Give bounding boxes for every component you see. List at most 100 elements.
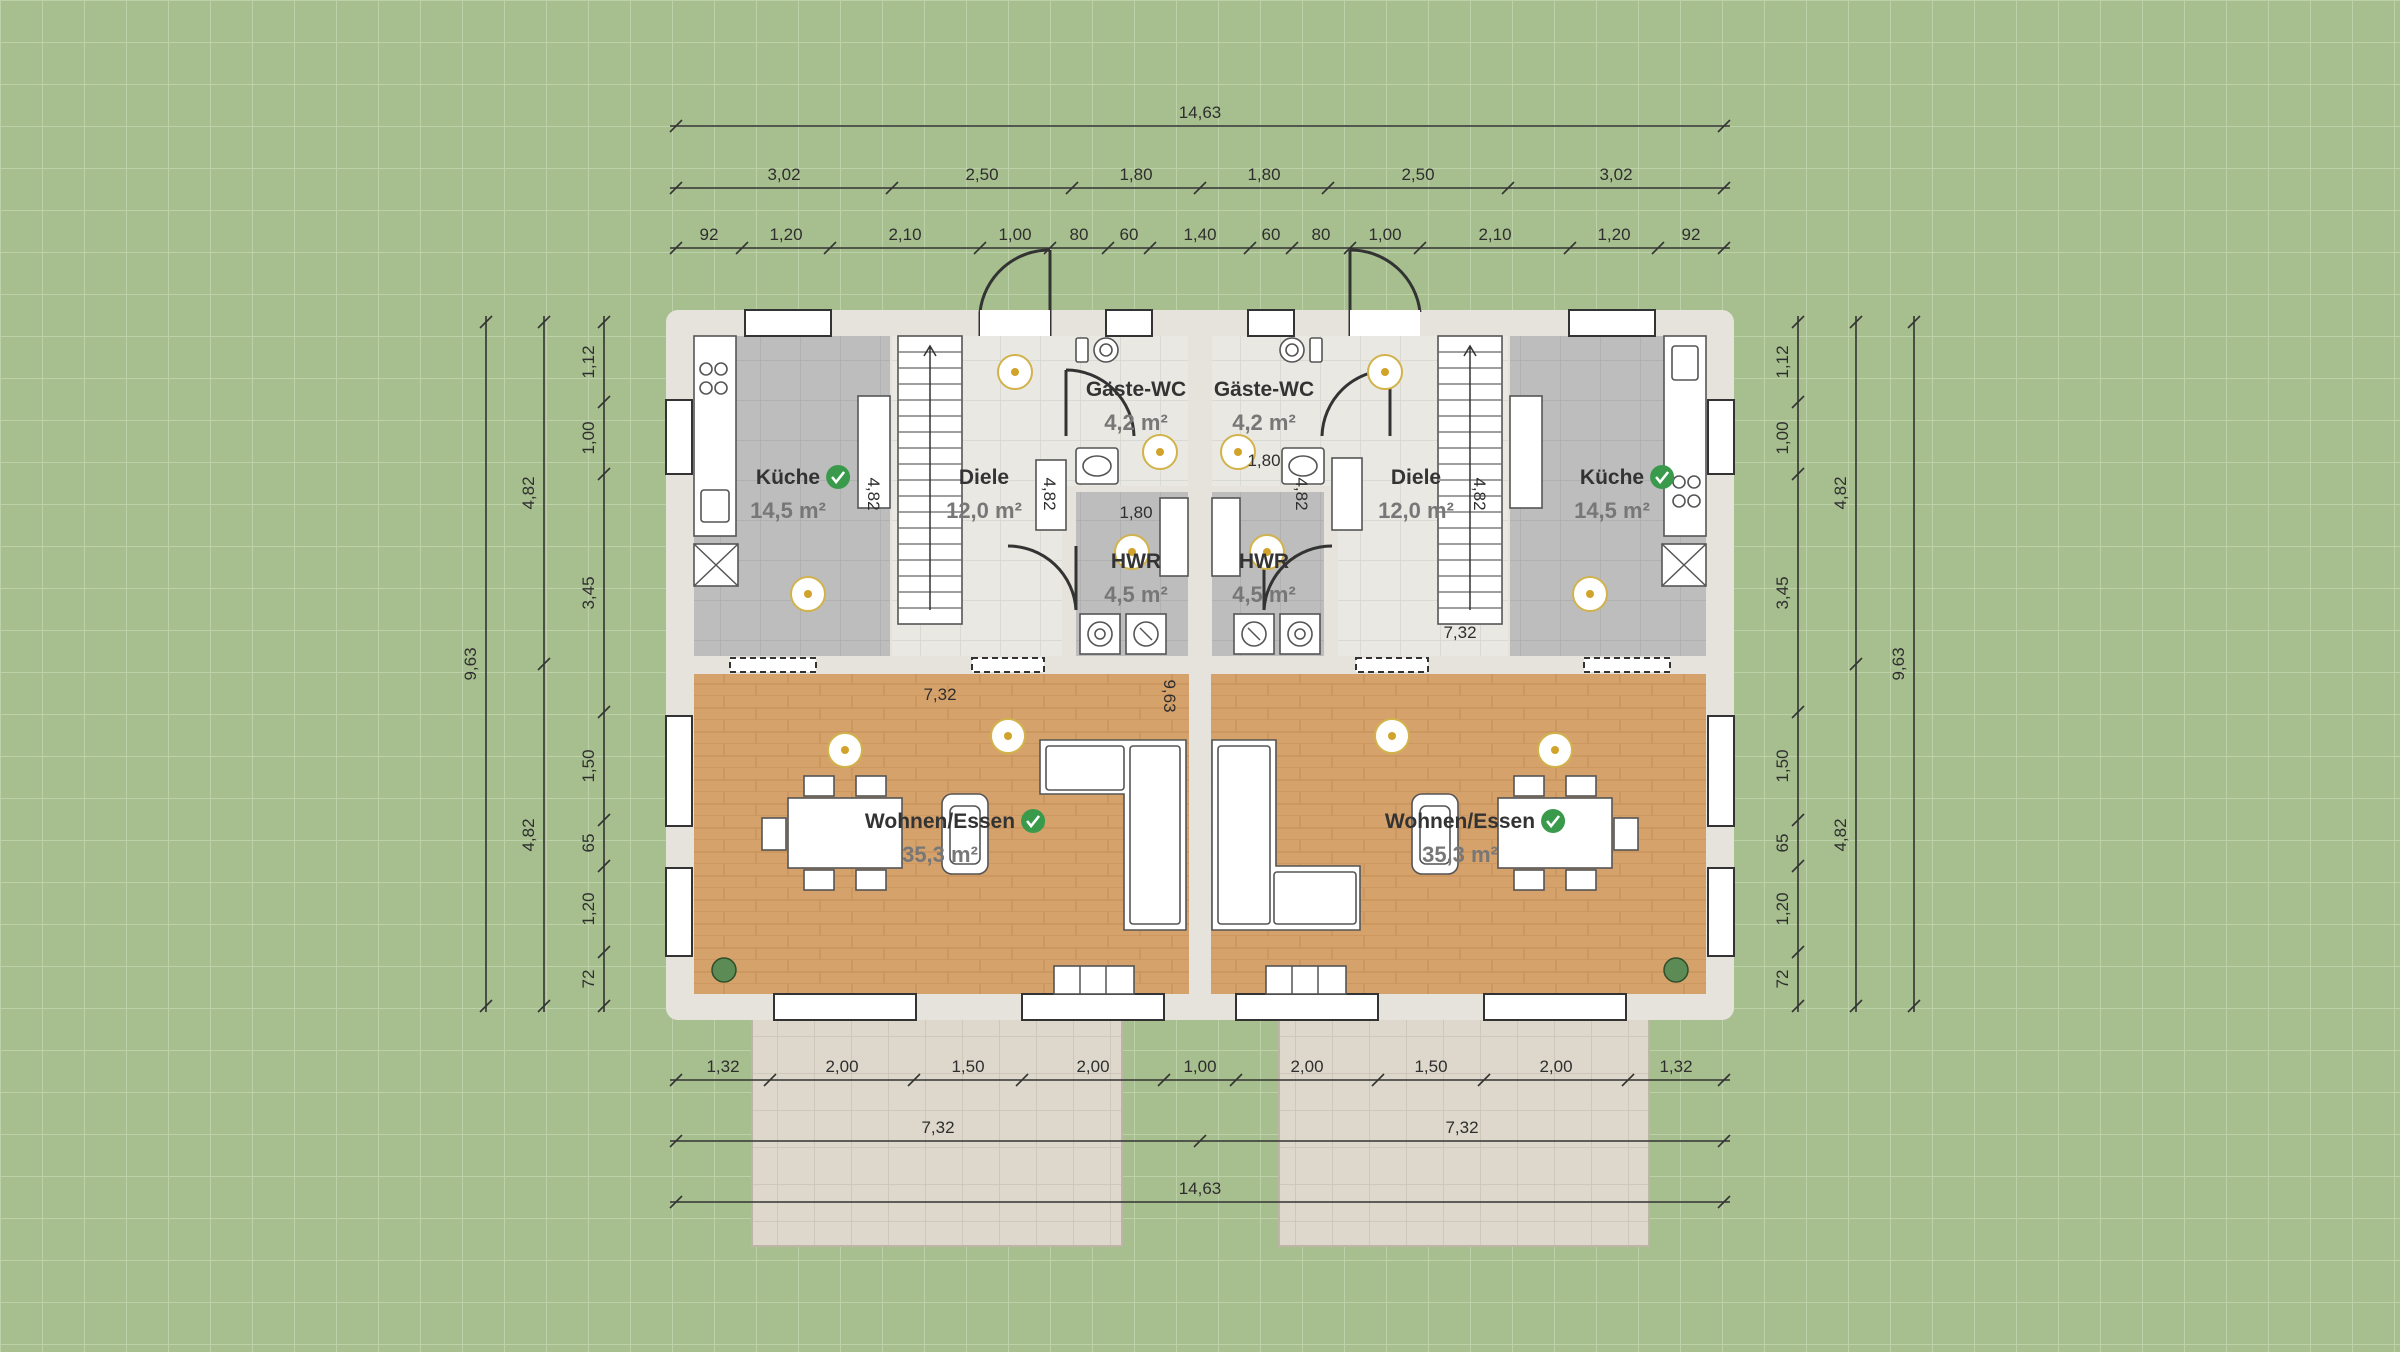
room-name: Wohnen/Essen (865, 810, 1015, 833)
dim-right-detail: 1,00 (1773, 421, 1792, 454)
inner-dimension: 9,63 (1160, 679, 1179, 712)
terrace-right (1278, 1017, 1650, 1247)
dim-left-detail: 65 (579, 834, 598, 853)
room-area: 4,2 m² (1232, 410, 1296, 435)
room-area: 4,2 m² (1104, 410, 1168, 435)
room-label: Diele 12,0 m² (1378, 466, 1454, 523)
stairs-right (1437, 335, 1503, 625)
room-label: HWR 4,5 m² (1232, 550, 1296, 607)
dim-top-detail: 1,00 (998, 225, 1031, 244)
dim-top-detail: 2,10 (1478, 225, 1511, 244)
room-label: Gäste-WC 4,2 m² (1086, 378, 1186, 435)
inner-dimension: 4,82 (1040, 477, 1059, 510)
kitchen-furniture-left (693, 335, 891, 587)
inner-dimension: 4,82 (1292, 477, 1311, 510)
ceiling-lights (790, 354, 1608, 768)
check-icon (1650, 465, 1675, 489)
room-area: 12,0 m² (1378, 498, 1454, 523)
dim-top-detail: 92 (700, 225, 719, 244)
windows (665, 309, 1735, 1021)
room-labels: Küche 14,5 m² Diele 12,0 m² Gäste-WC 4,2 m² HW… (750, 378, 1675, 867)
dim-top-detail: 1,40 (1183, 225, 1216, 244)
dim-left-detail: 72 (579, 970, 598, 989)
dim-bottom-detail: 1,50 (951, 1057, 984, 1076)
room-name: HWR (1239, 550, 1289, 573)
inner-dimension: 4,82 (864, 477, 883, 510)
room-name: Gäste-WC (1214, 378, 1314, 401)
room-name: Küche (1580, 466, 1644, 489)
room-name: Diele (1391, 466, 1441, 489)
room-label: Wohnen/Essen 35,3 m² (865, 809, 1046, 867)
room-name: Küche (756, 466, 820, 489)
dimension-lines: 14,63 3,02 2,50 1,80 1,80 2,50 3,02 92 1,20 2,10 1… (461, 103, 1921, 1209)
dim-left-detail: 1,12 (579, 345, 598, 378)
dim-top-detail: 60 (1120, 225, 1139, 244)
terrace-left (751, 1017, 1123, 1247)
sanitary-fixtures (1075, 337, 1325, 655)
dim-right-detail: 1,50 (1773, 749, 1792, 782)
dim-top-mid: 2,50 (965, 165, 998, 184)
dim-top-detail: 1,20 (769, 225, 802, 244)
inner-dimension: 7,32 (1443, 623, 1476, 642)
inner-dimension: 1,80 (1119, 503, 1152, 522)
dim-left-total: 9,63 (461, 647, 480, 680)
dim-right-total: 9,63 (1889, 647, 1908, 680)
inner-dimension: 4,82 (1470, 477, 1489, 510)
dim-bottom-detail: 1,50 (1414, 1057, 1447, 1076)
dim-bottom-detail: 2,00 (825, 1057, 858, 1076)
dim-bottom-total: 14,63 (1179, 1179, 1222, 1198)
inner-dimension: 7,32 (923, 685, 956, 704)
dim-top-mid: 2,50 (1401, 165, 1434, 184)
room-name: Diele (959, 466, 1009, 489)
dim-right-detail: 72 (1773, 970, 1792, 989)
dim-top-detail: 60 (1262, 225, 1281, 244)
room-area: 4,5 m² (1104, 582, 1168, 607)
dim-right-halves: 4,82 (1831, 476, 1850, 509)
room-label: Küche 14,5 m² (1574, 465, 1675, 523)
room-name: HWR (1111, 550, 1161, 573)
room-area: 14,5 m² (1574, 498, 1650, 523)
inner-dimension: 1,80 (1247, 451, 1280, 470)
dim-top-detail: 80 (1312, 225, 1331, 244)
dim-right-detail: 3,45 (1773, 576, 1792, 609)
dim-left-halves: 4,82 (519, 476, 538, 509)
room-area: 14,5 m² (750, 498, 826, 523)
kitchen-furniture-right (1035, 335, 1707, 587)
dim-top-mid: 1,80 (1119, 165, 1152, 184)
dim-left-halves: 4,82 (519, 818, 538, 851)
dim-right-detail: 65 (1773, 834, 1792, 853)
room-label: HWR 4,5 m² (1104, 550, 1168, 607)
room-name: Gäste-WC (1086, 378, 1186, 401)
living-furniture-right (1211, 739, 1689, 995)
room-name: Wohnen/Essen (1385, 810, 1535, 833)
check-icon (1021, 809, 1046, 833)
dim-right-detail: 1,12 (1773, 345, 1792, 378)
dim-top-total: 14,63 (1179, 103, 1222, 122)
dim-top-detail: 92 (1682, 225, 1701, 244)
dim-bottom-detail: 2,00 (1539, 1057, 1572, 1076)
room-area: 35,3 m² (902, 842, 978, 867)
dim-bottom-detail: 2,00 (1076, 1057, 1109, 1076)
dim-right-detail: 1,20 (1773, 892, 1792, 925)
dim-left-detail: 1,20 (579, 892, 598, 925)
dim-left-detail: 1,50 (579, 749, 598, 782)
check-icon (1541, 809, 1566, 833)
living-furniture-left (711, 739, 1187, 995)
dim-bottom-mid: 7,32 (1445, 1118, 1478, 1137)
dim-bottom-mid: 7,32 (921, 1118, 954, 1137)
dim-top-mid: 3,02 (1599, 165, 1632, 184)
stairs-left (897, 335, 963, 625)
dim-left-detail: 1,00 (579, 421, 598, 454)
dim-bottom-detail: 2,00 (1290, 1057, 1323, 1076)
room-area: 35,3 m² (1422, 842, 1498, 867)
dim-bottom-detail: 1,32 (1659, 1057, 1692, 1076)
dim-top-mid: 3,02 (767, 165, 800, 184)
room-label: Diele 12,0 m² (946, 466, 1022, 523)
room-area: 4,5 m² (1232, 582, 1296, 607)
room-label: Gäste-WC 4,2 m² (1214, 378, 1314, 435)
dim-top-detail: 2,10 (888, 225, 921, 244)
room-label: Küche 14,5 m² (750, 465, 851, 523)
room-area: 12,0 m² (946, 498, 1022, 523)
room-label: Wohnen/Essen 35,3 m² (1385, 809, 1566, 867)
